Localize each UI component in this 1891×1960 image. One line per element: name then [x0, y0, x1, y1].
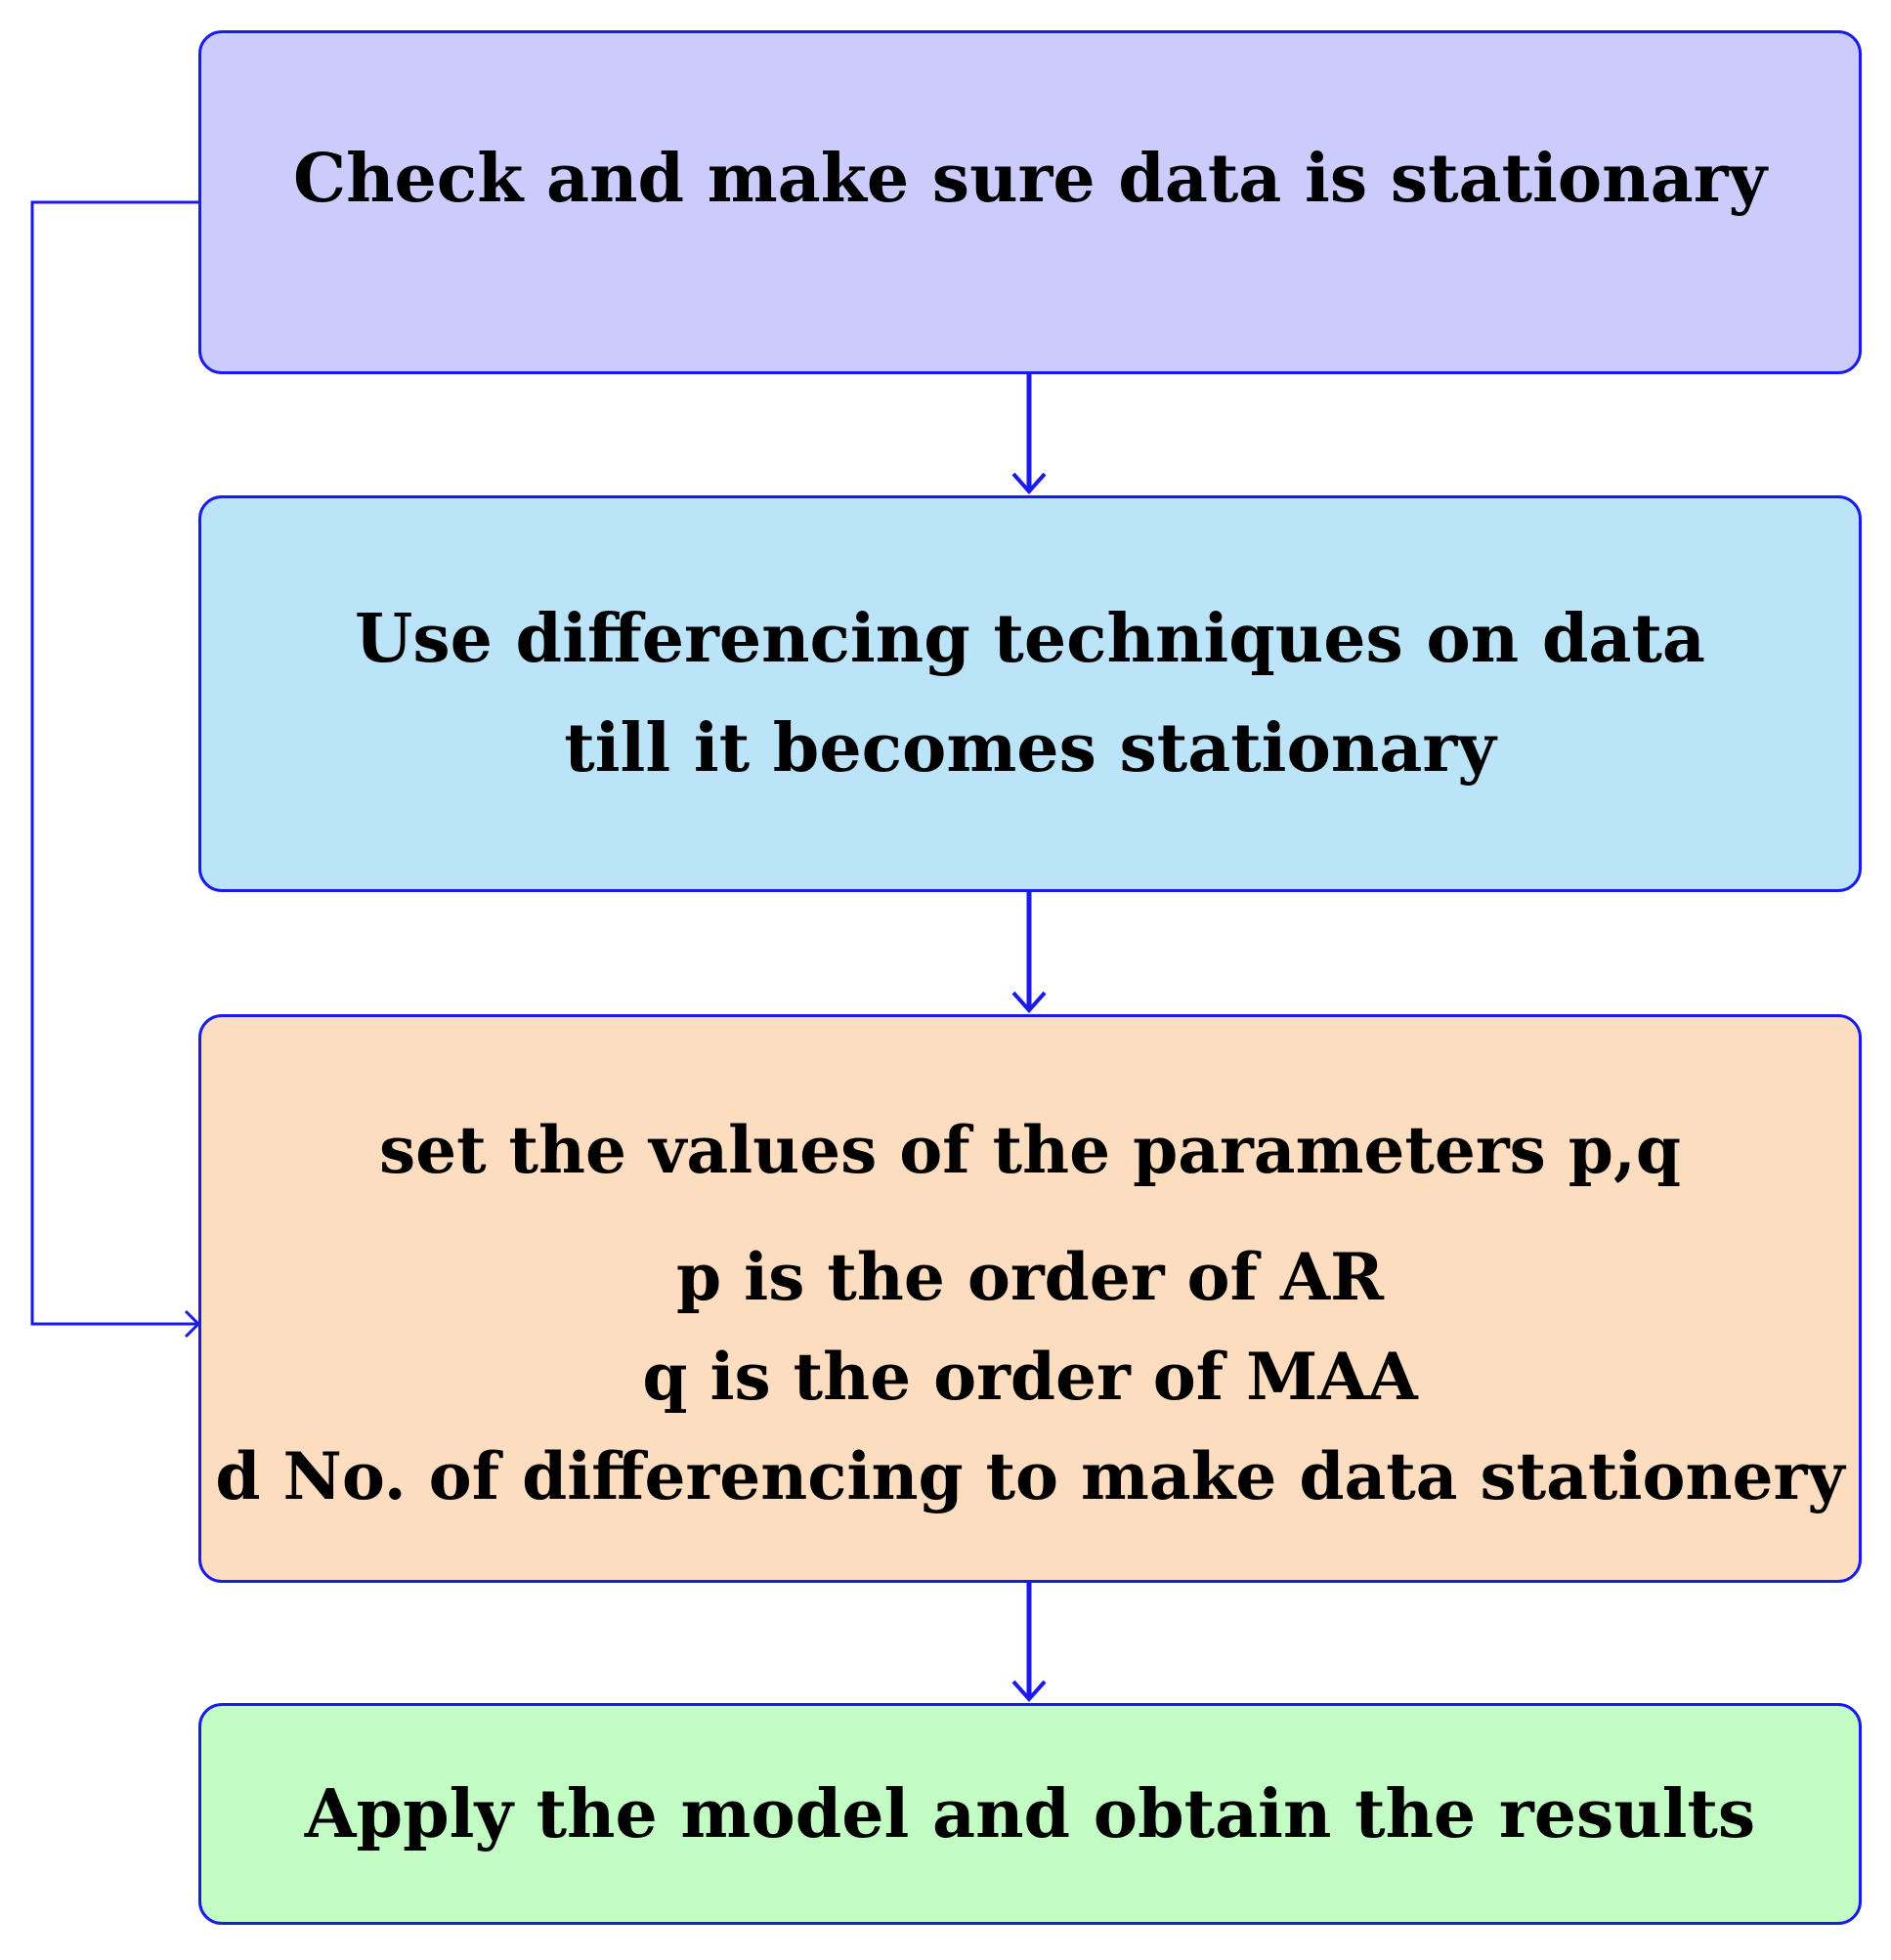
step4-line1: Apply the model and obtain the results [304, 1774, 1756, 1853]
step-box-set-parameters: set the values of the parameters p,q p i… [198, 1014, 1862, 1583]
step3-line2: p is the order of AR [676, 1239, 1384, 1315]
step3-line4: d No. of differencing to make data stati… [215, 1438, 1845, 1514]
arrow-step2-to-step3 [1011, 892, 1047, 1014]
step-box-check-stationary: Check and make sure data is stationary [198, 30, 1862, 374]
step1-line1: Check and make sure data is stationary [292, 140, 1768, 218]
step2-line1: Use differencing techniques on data [355, 600, 1705, 678]
step2-line2: till it becomes stationary [564, 709, 1496, 788]
arrow-step1-to-step2 [1011, 374, 1047, 495]
step-box-apply-model: Apply the model and obtain the results [198, 1703, 1862, 1925]
arrow-step1-to-step3-loop [30, 200, 201, 1339]
step3-line3: q is the order of MAA [642, 1339, 1418, 1415]
arrow-step3-to-step4 [1011, 1583, 1047, 1703]
step3-line1: set the values of the parameters p,q [378, 1112, 1682, 1188]
step-box-differencing: Use differencing techniques on data till… [198, 495, 1862, 892]
